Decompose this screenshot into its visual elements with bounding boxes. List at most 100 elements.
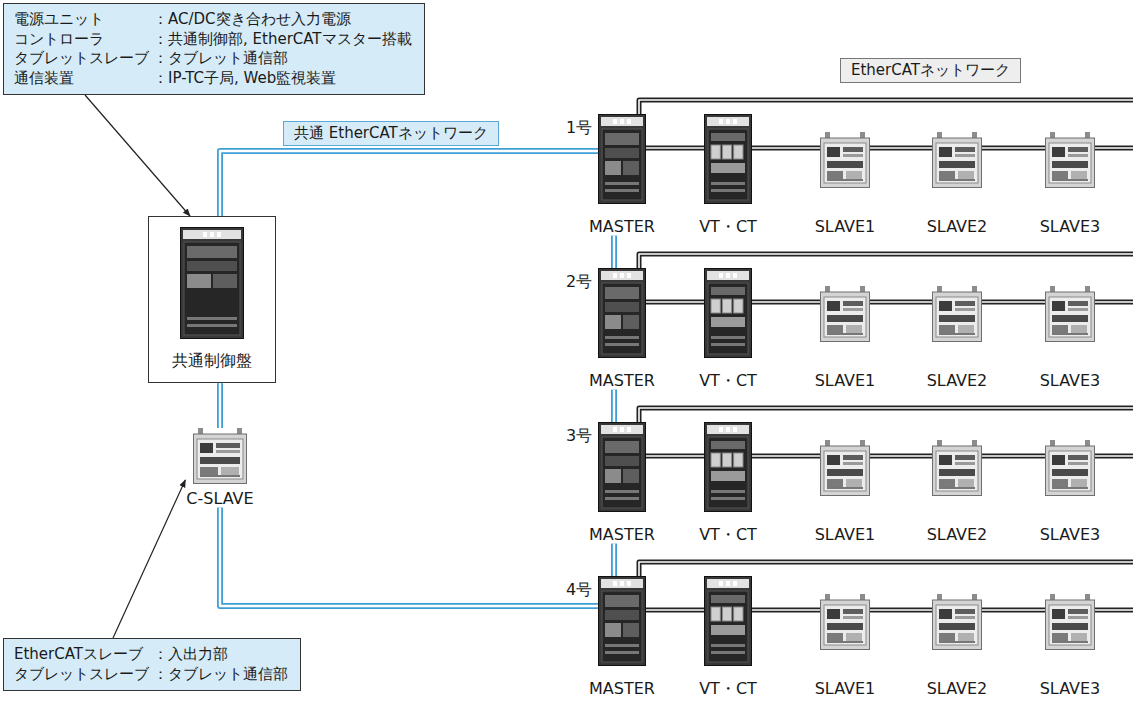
ethercat-cable [870, 302, 932, 303]
cable-inner [220, 151, 598, 216]
cabinet-part [620, 273, 624, 278]
cabinet-part [955, 154, 975, 157]
cabinet-part [711, 145, 720, 159]
cabinet-part [1068, 301, 1088, 306]
cabinet-part [1052, 333, 1088, 335]
cabinet-frame [699, 422, 757, 526]
cabinet-part [939, 147, 952, 157]
cabinet-part [602, 437, 642, 508]
cabinet-part [605, 651, 639, 654]
cabinet-illustration [1045, 594, 1095, 650]
cabinet-illustration [1045, 440, 1095, 496]
cabinet-part [1071, 325, 1087, 333]
cabinet-part [726, 273, 730, 278]
unit-number: 2号 [566, 272, 592, 291]
cabinet-illustration [932, 132, 982, 188]
cable-outer [870, 608, 932, 613]
cabinet-part [187, 274, 211, 288]
cabinet-part [827, 623, 863, 630]
cable-inner [982, 455, 1045, 457]
cable-inner [870, 147, 932, 149]
cabinet-part [939, 487, 975, 489]
control-cabinet: MASTER [589, 114, 655, 236]
control-cabinet: VT・CT [699, 114, 757, 236]
cabinet-part [711, 651, 745, 654]
cabinet-part [183, 230, 241, 239]
cable-outer [611, 236, 617, 268]
cabinet-frame [815, 268, 876, 372]
cable-inner [752, 609, 820, 611]
cabinet-frame [589, 422, 655, 526]
unit-name: SLAVE2 [927, 218, 988, 236]
cabinet-part [939, 455, 952, 465]
cabinet-part [955, 616, 975, 619]
unit-name: MASTER [589, 526, 655, 544]
cabinet-illustration [932, 440, 982, 496]
cabinet-part [620, 427, 624, 432]
cabinet-part [627, 273, 631, 278]
unit-name: VT・CT [699, 218, 757, 236]
cable-inner [982, 147, 1045, 149]
cabinet-part [181, 228, 244, 339]
cable-outer [611, 390, 617, 422]
component-name: タブレットスレーブ [14, 665, 149, 685]
cabinet-illustration [820, 440, 870, 496]
cabinet-frame [1040, 422, 1101, 526]
cabinet-part [599, 577, 646, 666]
slave-box: SLAVE1 [815, 422, 876, 544]
cabinet-part [711, 471, 745, 481]
cabinet-part [824, 143, 866, 183]
cabinet-frame [1040, 576, 1101, 680]
ethercat-cable [646, 302, 704, 303]
cabinet-part [936, 451, 978, 491]
cabinet-part [939, 479, 955, 487]
cabinet-part [711, 625, 745, 635]
slave-box: SLAVE2 [927, 268, 988, 390]
cabinet-part [846, 171, 862, 179]
cabinet-part [605, 595, 639, 607]
cabinet-part [726, 427, 730, 432]
cabinet-part [613, 581, 617, 586]
cabinet-part [187, 261, 237, 271]
cabinet-frame [927, 114, 988, 218]
common-ethercat-cable [614, 390, 615, 422]
cabinet-part [827, 301, 840, 311]
cabinet-part [843, 462, 863, 465]
cabinet-part [933, 446, 982, 496]
unit-name: VT・CT [699, 680, 757, 698]
cabinet-part [821, 292, 870, 342]
cabinet-part [827, 333, 863, 335]
cable-inner [646, 147, 704, 149]
cabinet-part [605, 336, 639, 339]
cabinet-part [821, 600, 870, 650]
cabinet-part [1052, 147, 1065, 157]
cabinet-part [605, 469, 621, 483]
common-ethercat-cable [614, 236, 615, 268]
cabinet-part [210, 232, 214, 237]
cable-outer [982, 146, 1045, 151]
cable-inner [613, 390, 615, 422]
cabinet-part [939, 315, 975, 322]
cable-outer [870, 146, 932, 151]
cabinet-part [704, 423, 751, 512]
cabinet-part [623, 315, 639, 329]
cable-outer [646, 300, 704, 305]
cabinet-part [955, 609, 975, 614]
cabinet-part [827, 161, 863, 168]
cabinet-frame [589, 576, 655, 680]
cable-inner [613, 236, 615, 268]
cabinet-part [599, 115, 646, 204]
cabinet-part [939, 179, 975, 181]
cabinet-part [1052, 623, 1088, 630]
panel-name: 共通制御盤 [149, 351, 275, 370]
cabinet-part [605, 182, 639, 185]
network-name: EtherCATネットワーク [851, 61, 1010, 80]
unit-name: SLAVE1 [815, 218, 876, 236]
component-role: ：タブレット通信部 [153, 665, 288, 685]
cabinet-part [827, 469, 863, 476]
cabinet-illustration [598, 114, 646, 204]
ethercat-cable [982, 610, 1045, 611]
cable-inner [219, 383, 221, 428]
cabinet-part [827, 609, 840, 619]
control-cabinet: MASTER [589, 268, 655, 390]
